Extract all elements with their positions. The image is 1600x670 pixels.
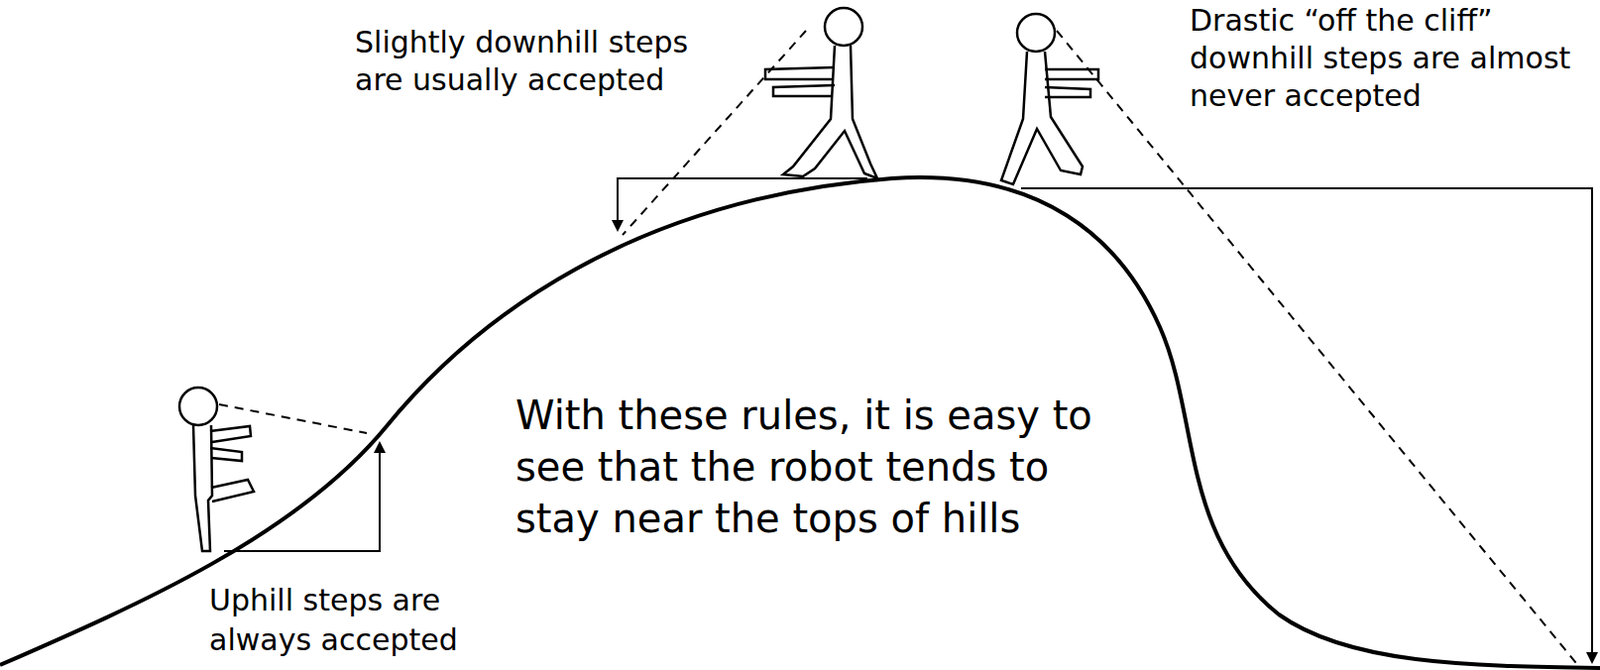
annotation-text: Slightly downhill steps are usually acce… xyxy=(354,23,722,100)
robot-slight xyxy=(765,7,878,179)
step-arrow xyxy=(224,443,380,552)
annotation-text: Uphill steps are always accepted xyxy=(209,580,497,661)
hill-curve xyxy=(0,177,1600,669)
sight-line xyxy=(1056,30,1577,664)
sight-line xyxy=(622,30,806,235)
step-arrow xyxy=(617,178,868,230)
robot-uphill xyxy=(179,387,254,552)
step-arrow xyxy=(1021,188,1593,663)
annotation-text: Drastic “off the cliff” downhill steps a… xyxy=(1189,1,1597,115)
robot-cliff xyxy=(1001,13,1099,185)
main-note: With these rules, it is easy to see that… xyxy=(515,389,1116,545)
sight-line xyxy=(219,404,367,434)
